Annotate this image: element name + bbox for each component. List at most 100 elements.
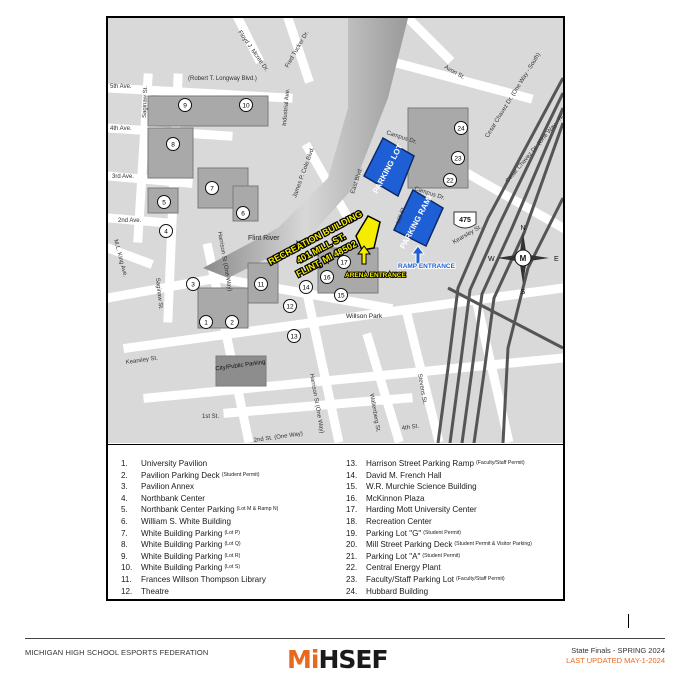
compass-rose-icon: M N S E W [488, 225, 559, 296]
legend-item: 22.Central Energy Plant [346, 562, 576, 574]
location-marker-17: 17 [337, 255, 351, 269]
legend-item-number: 14. [346, 470, 358, 480]
location-marker-number: 24 [457, 126, 465, 133]
street-4th-ave: 4th Ave. [110, 126, 132, 132]
legend-item-text: Harding Mott University Center [366, 505, 477, 515]
legend-item-note: (Faculty/Staff Permit) [475, 460, 525, 466]
legend-item: 6. William S. White Building [121, 516, 351, 528]
location-marker-16: 16 [320, 270, 334, 284]
legend-item-text: Faculty/Staff Parking Lot [366, 574, 455, 584]
legend-item: 8.White Building Parking(Lot Q) [121, 539, 351, 551]
legend-item-note: (Lot Q) [224, 541, 241, 548]
willson-park-label: Willson Park [346, 313, 383, 320]
svg-text:W: W [488, 256, 495, 263]
location-marker-14: 14 [299, 280, 313, 294]
location-marker-3: 3 [186, 277, 200, 291]
legend-item-number: 18. [346, 516, 358, 526]
footer-event-info: State Finals - SPRING 2024 LAST UPDATED … [566, 646, 665, 666]
location-marker-number: 3 [191, 282, 195, 289]
location-marker-9: 9 [178, 98, 192, 112]
street-3rd-ave: 3rd Ave. [112, 174, 134, 180]
legend-item: 16.McKinnon Plaza [346, 493, 576, 505]
legend-item-note: (Faculty/Staff Permit) [456, 575, 505, 582]
street-mill-st: Mill St. [396, 205, 407, 224]
legend-item: 14. David M. French Hall [346, 470, 576, 482]
legend-item-text: Northbank Center [141, 493, 205, 503]
location-marker-number: 17 [340, 260, 348, 267]
location-marker-10: 10 [239, 98, 253, 112]
legend-item-number: 13. [346, 459, 358, 468]
location-marker-number: 13 [290, 334, 298, 341]
legend-item-note: (Lot P) [224, 529, 241, 536]
legend-item-text: White Building Parking [141, 528, 223, 538]
interstate-lanes [436, 77, 563, 443]
legend-item: 19.Parking Lot "G"(Student Permit) [346, 528, 576, 540]
location-marker-5: 5 [157, 195, 171, 209]
legend-item-text: Theatre [141, 586, 169, 596]
location-marker-number: 4 [164, 229, 168, 236]
location-marker-24: 24 [454, 121, 468, 135]
street-2nd-st: 2nd St. (One Way) [253, 431, 303, 443]
legend-item: 2.Pavilion Parking Deck(Student Permit) [121, 470, 351, 482]
svg-text:M: M [520, 254, 527, 263]
legend-item-number: 11. [121, 574, 132, 584]
legend-item-text: David M. French Hall [366, 470, 442, 480]
location-marker-number: 12 [286, 304, 294, 311]
legend-item-note: (Student Permit & Visitor Parking) [454, 541, 532, 548]
legend-item-note: (Student Permit) [422, 552, 461, 559]
legend-item-number: 10. [121, 563, 133, 573]
legend-item-number: 21. [346, 551, 358, 561]
legend-item-text: University Pavilion [141, 459, 208, 468]
location-marker-1: 1 [199, 315, 213, 329]
svg-text:E: E [554, 256, 559, 263]
legend-item-text: Pavilion Annex [141, 482, 195, 492]
location-marker-number: 15 [337, 293, 345, 300]
location-marker-11: 11 [254, 277, 268, 291]
street-saginaw-bottom: Saginaw St. [154, 278, 163, 311]
legend-item-note: (Lot S) [224, 564, 241, 571]
legend-item-text: Parking Lot "G" [366, 528, 422, 538]
recreation-building-shape [355, 215, 381, 251]
interstate-475-shield-icon: 475 [453, 211, 477, 229]
svg-text:N: N [520, 225, 525, 232]
location-marker-8: 8 [166, 137, 180, 151]
location-marker-number: 7 [210, 186, 214, 193]
legend-item-text: William S. White Building [141, 516, 231, 526]
arena-entrance-arrow-icon [357, 245, 371, 265]
legend-item-text: Harrison Street Parking Ramp [366, 459, 474, 468]
legend-item-number: 4. [121, 493, 128, 503]
legend-item-number: 22. [346, 563, 358, 573]
legend-item-text: White Building Parking [141, 551, 223, 561]
footer-event-name: State Finals - SPRING 2024 [571, 646, 665, 655]
legend-item-number: 6. [121, 516, 128, 526]
legend-item: 13. Harrison Street Parking Ramp(Faculty/… [346, 458, 576, 470]
legend-item-number: 2. [121, 470, 128, 480]
legend-item-note: (Lot M & Ramp N) [236, 506, 279, 513]
ramp-entrance-label: RAMP ENTRANCE [398, 263, 456, 270]
legend-item-number: 15. [346, 482, 358, 492]
footer-last-updated: LAST UPDATED MAY-1-2024 [566, 656, 665, 665]
legend-item: 3. Pavilion Annex [121, 481, 351, 493]
ramp-entrance-arrow-icon [411, 245, 425, 265]
street-industrial-ave: Industrial Ave. [282, 88, 291, 126]
legend-item: 12. Theatre [121, 586, 351, 598]
legend-divider [108, 444, 563, 445]
location-marker-12: 12 [283, 299, 297, 313]
legend-item: 20.Mill Street Parking Deck(Student Perm… [346, 539, 576, 551]
svg-text:S: S [521, 289, 526, 296]
legend-column-right: 13.Harrison Street Parking Ramp(Faculty/… [346, 458, 576, 597]
parking-ramp-shape [393, 188, 444, 248]
location-marker-number: 23 [454, 156, 462, 163]
parking-lot-shape [363, 136, 415, 198]
legend-item-number: 12. [121, 586, 133, 596]
location-marker-number: 6 [241, 211, 245, 218]
location-marker-number: 14 [302, 285, 310, 292]
legend-item-note: (Student Permit) [221, 471, 260, 478]
arena-entrance-label: ARENA ENTRANCE [345, 272, 406, 279]
footer-org-name: MICHIGAN HIGH SCHOOL ESPORTS FEDERATION [25, 648, 209, 657]
street-robert-longway: (Robert T. Longway Blvd.) [188, 76, 257, 82]
legend-item-number: 3. [121, 482, 128, 492]
location-marker-number: 22 [446, 178, 454, 185]
street-1st-st: 1st St. [202, 414, 219, 420]
